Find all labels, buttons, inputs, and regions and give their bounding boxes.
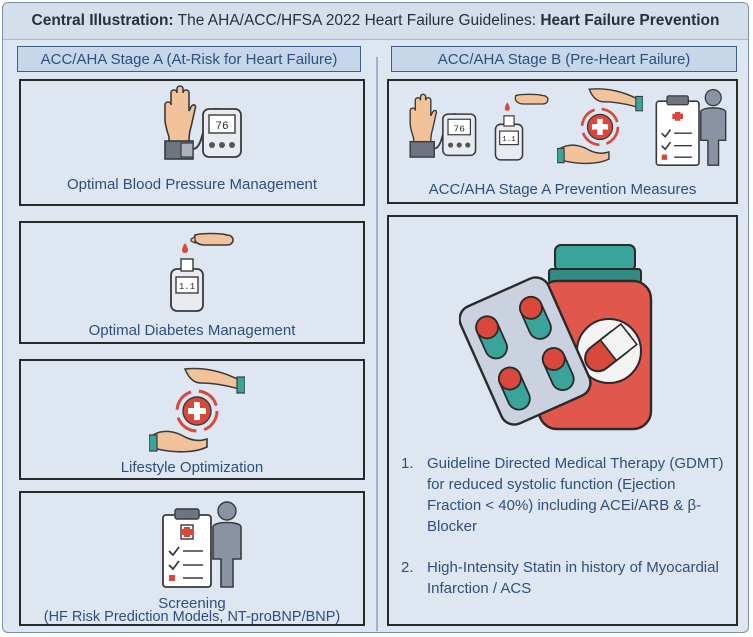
therapy-list-item: 1. Guideline Directed Medical Therapy (G… [401,453,731,537]
prevention-measures-label: ACC/AHA Stage A Prevention Measures [428,181,697,198]
stage-a-header: ACC/AHA Stage A (At-Risk for Heart Failu… [17,46,361,72]
svg-text:1.1: 1.1 [502,136,516,144]
svg-text:1.1: 1.1 [179,282,195,292]
screening-box: Screening (HF Risk Prediction Models, NT… [19,491,365,626]
hands-health-cross-icon [557,88,643,165]
diabetes-management-box: 1.1 Optimal Diabetes Management [19,221,365,344]
title-main: The AHA/ACC/HFSA 2022 Heart Failure Guid… [173,12,541,29]
svg-text:76: 76 [454,123,466,134]
medication-bottle-pills-icon [459,244,653,431]
diabetes-management-label: Optimal Diabetes Management [88,322,296,339]
svg-text:76: 76 [215,121,228,133]
blood-pressure-monitor-icon: 76 [409,93,477,158]
statin-text: High-Intensity Statin in history of Myoc… [427,559,719,597]
page-title: Central Illustration: The AHA/ACC/HFSA 2… [3,3,748,40]
title-suffix: Heart Failure Prevention [540,12,720,29]
prevention-measures-box: 76 1.1 [387,79,738,204]
therapy-list: 1. Guideline Directed Medical Therapy (G… [401,453,731,619]
column-divider [376,57,378,631]
title-prefix: Central Illustration: [31,12,174,29]
glucose-meter-icon: 1.1 [170,232,234,312]
glucose-meter-icon: 1.1 [494,93,549,161]
screening-detail-label: (HF Risk Prediction Models, NT-proBNP/BN… [43,609,341,625]
therapy-list-item: 2. High-Intensity Statin in history of M… [401,557,731,599]
list-number: 2. [401,559,414,576]
screening-label: Screening [158,595,226,612]
therapy-box: 1. Guideline Directed Medical Therapy (G… [387,215,738,626]
clipboard-doctor-icon [655,89,727,167]
bp-management-box: 76 Optimal Blood Pressure Management [19,79,365,206]
bp-management-label: Optimal Blood Pressure Management [66,176,318,193]
lifestyle-optimization-box: Lifestyle Optimization [19,359,365,480]
clipboard-doctor-icon [162,501,242,588]
stage-b-header: ACC/AHA Stage B (Pre-Heart Failure) [391,46,737,72]
list-number: 1. [401,455,414,472]
blood-pressure-monitor-icon: 76 [164,85,242,160]
lifestyle-optimization-label: Lifestyle Optimization [120,459,264,476]
hands-health-cross-icon [149,367,245,453]
gdmt-text: Guideline Directed Medical Therapy (GDMT… [427,455,724,535]
